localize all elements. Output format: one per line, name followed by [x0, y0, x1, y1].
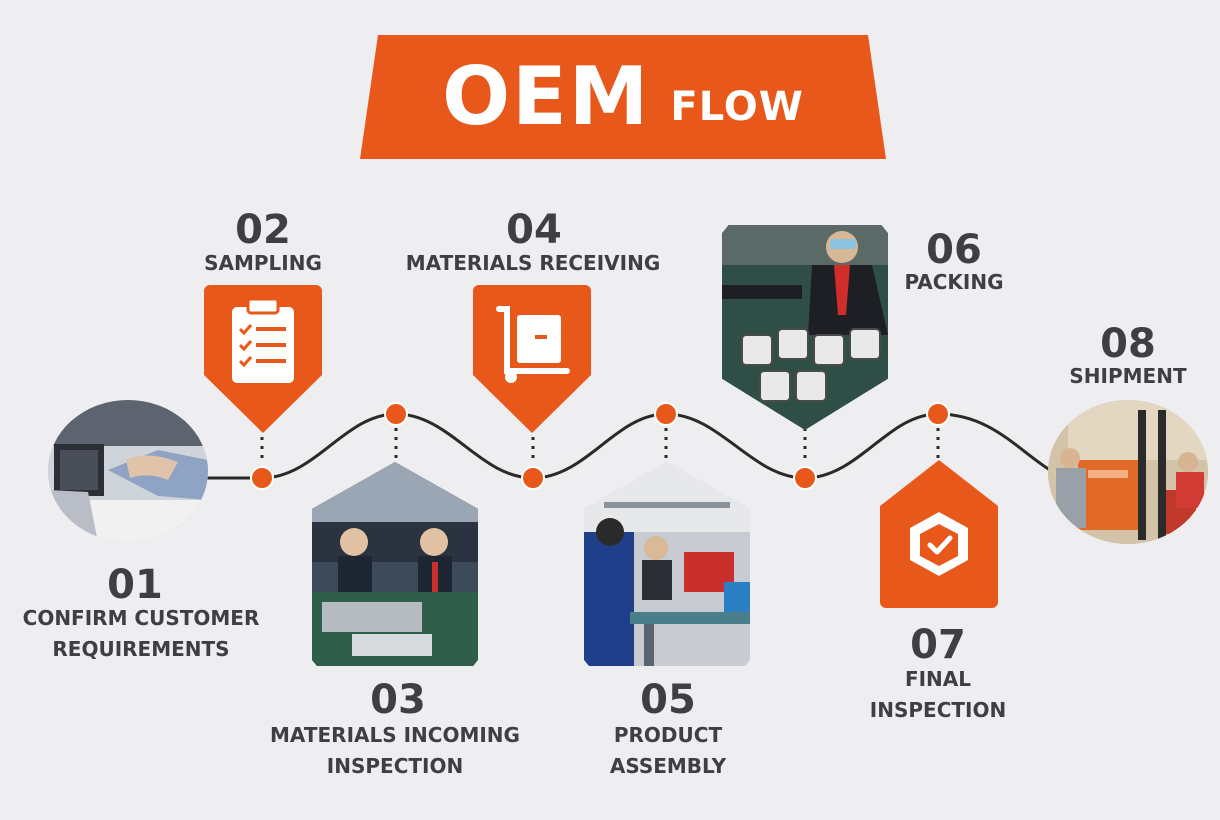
step-03-number: 03 [370, 677, 426, 723]
step-08-number: 08 [1100, 321, 1156, 367]
step-01-label-line2: REQUIREMENTS [52, 637, 230, 661]
step-02-label: SAMPLING [204, 251, 322, 275]
flow-node-02 [250, 466, 274, 490]
clipboard-checklist-icon [232, 297, 294, 383]
step-02-number: 02 [235, 207, 291, 253]
flow-node-07 [926, 402, 950, 426]
step-05-number: 05 [640, 677, 696, 723]
connector-dots [260, 428, 940, 464]
step-04-number: 04 [506, 207, 562, 253]
flow-node-06 [793, 466, 817, 490]
flow-node-04 [521, 466, 545, 490]
materials-receiving-badge [473, 285, 591, 433]
step-05-label-line2: ASSEMBLY [609, 754, 727, 778]
title-banner: OEM FLOW [360, 35, 886, 159]
flow-node-05 [654, 402, 678, 426]
step-08-label: SHIPMENT [1069, 364, 1187, 388]
step-03-label-line2: INSPECTION [326, 754, 464, 778]
step-06-label: PACKING [904, 270, 1004, 294]
step-05-label-line1: PRODUCT [613, 723, 723, 747]
flow-nodes [250, 402, 950, 490]
banner-title: OEM FLOW [360, 35, 886, 159]
shield-check-icon [910, 512, 968, 576]
banner-title-small: FLOW [670, 84, 804, 130]
banner-ribbon-shape [360, 35, 886, 159]
packing-worker-photo [722, 225, 888, 430]
step-03-label-line1: MATERIALS INCOMING [270, 723, 520, 747]
warehouse-forklift-photo [1048, 400, 1208, 544]
handshake-photo [48, 400, 208, 542]
step-07-label-line1: FINAL [904, 667, 972, 691]
step-07-label-line2: INSPECTION [869, 698, 1007, 722]
sampling-badge [204, 285, 322, 433]
banner-title-big: OEM [442, 50, 651, 143]
step-01-number: 01 [107, 562, 163, 608]
hand-truck-box-icon [496, 306, 570, 383]
step-01-label-line1: CONFIRM CUSTOMER [22, 606, 260, 630]
factory-workers-photo [312, 462, 478, 666]
step-07-number: 07 [910, 622, 966, 668]
step-06-number: 06 [926, 227, 982, 273]
final-inspection-badge [880, 460, 998, 608]
flow-node-03 [384, 402, 408, 426]
step-04-label: MATERIALS RECEIVING [405, 251, 661, 275]
